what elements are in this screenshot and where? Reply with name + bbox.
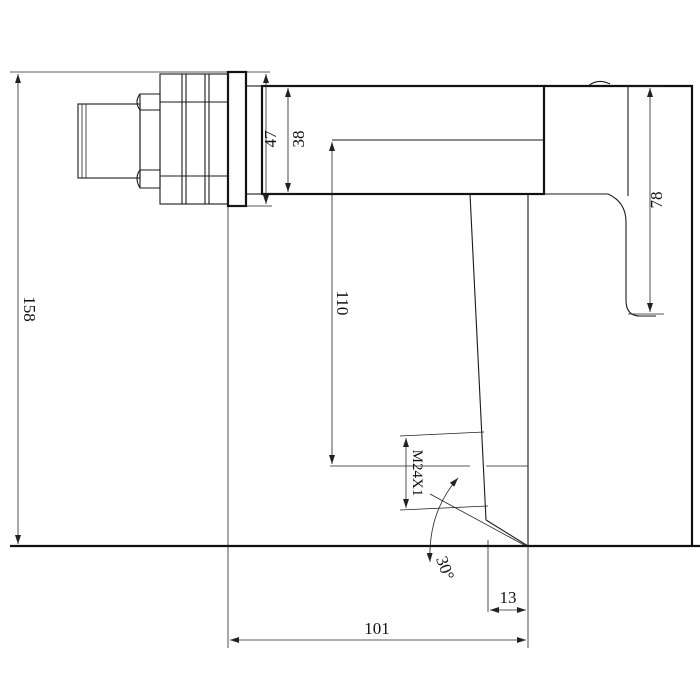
threaded-shank xyxy=(77,103,141,179)
lever-cap xyxy=(587,80,611,87)
lever-outline xyxy=(607,193,656,317)
body-right-edge xyxy=(544,84,694,546)
spout-left-edge xyxy=(469,193,487,521)
label-spout-drop: 110 xyxy=(333,291,352,316)
faucet-body xyxy=(10,70,700,548)
label-flange-height: 47 xyxy=(261,130,280,148)
label-body-height: 38 xyxy=(289,131,308,148)
dimension-lines xyxy=(15,74,653,643)
fin-housing xyxy=(159,73,229,205)
spout-tip-chamfer xyxy=(485,519,529,547)
flange-plate xyxy=(226,70,248,208)
label-overall-height: 158 xyxy=(20,296,39,322)
label-angle: 30° xyxy=(432,554,458,583)
dimension-labels: 158 47 38 110 78 M24X1 30° 13 101 xyxy=(20,130,666,638)
dim-arc-angle xyxy=(426,477,459,563)
label-base-length: 101 xyxy=(364,619,390,638)
hex-nut xyxy=(139,93,161,189)
label-thread: M24X1 xyxy=(409,450,425,497)
label-outlet-offset: 13 xyxy=(500,588,517,607)
label-lever-height: 78 xyxy=(647,192,666,209)
